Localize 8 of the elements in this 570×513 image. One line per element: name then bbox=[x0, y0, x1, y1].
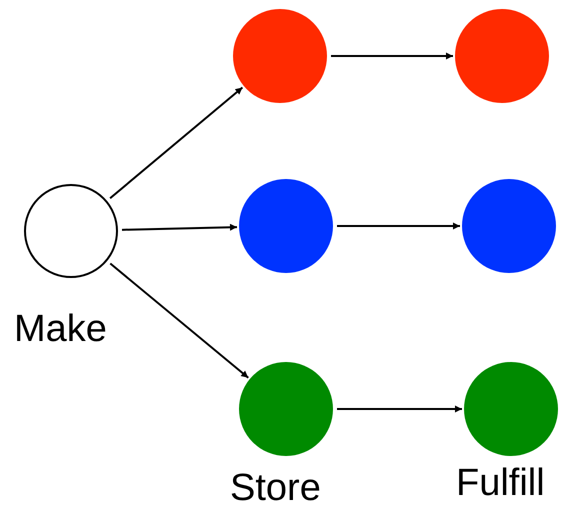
arrow bbox=[110, 262, 249, 379]
column-label: Store bbox=[230, 467, 321, 510]
arrow bbox=[331, 52, 453, 60]
arrow bbox=[337, 406, 462, 412]
node-caption: Make bbox=[14, 308, 107, 351]
column-label: Fulfill bbox=[456, 462, 545, 505]
arrow bbox=[122, 224, 238, 231]
arrow bbox=[109, 86, 244, 200]
